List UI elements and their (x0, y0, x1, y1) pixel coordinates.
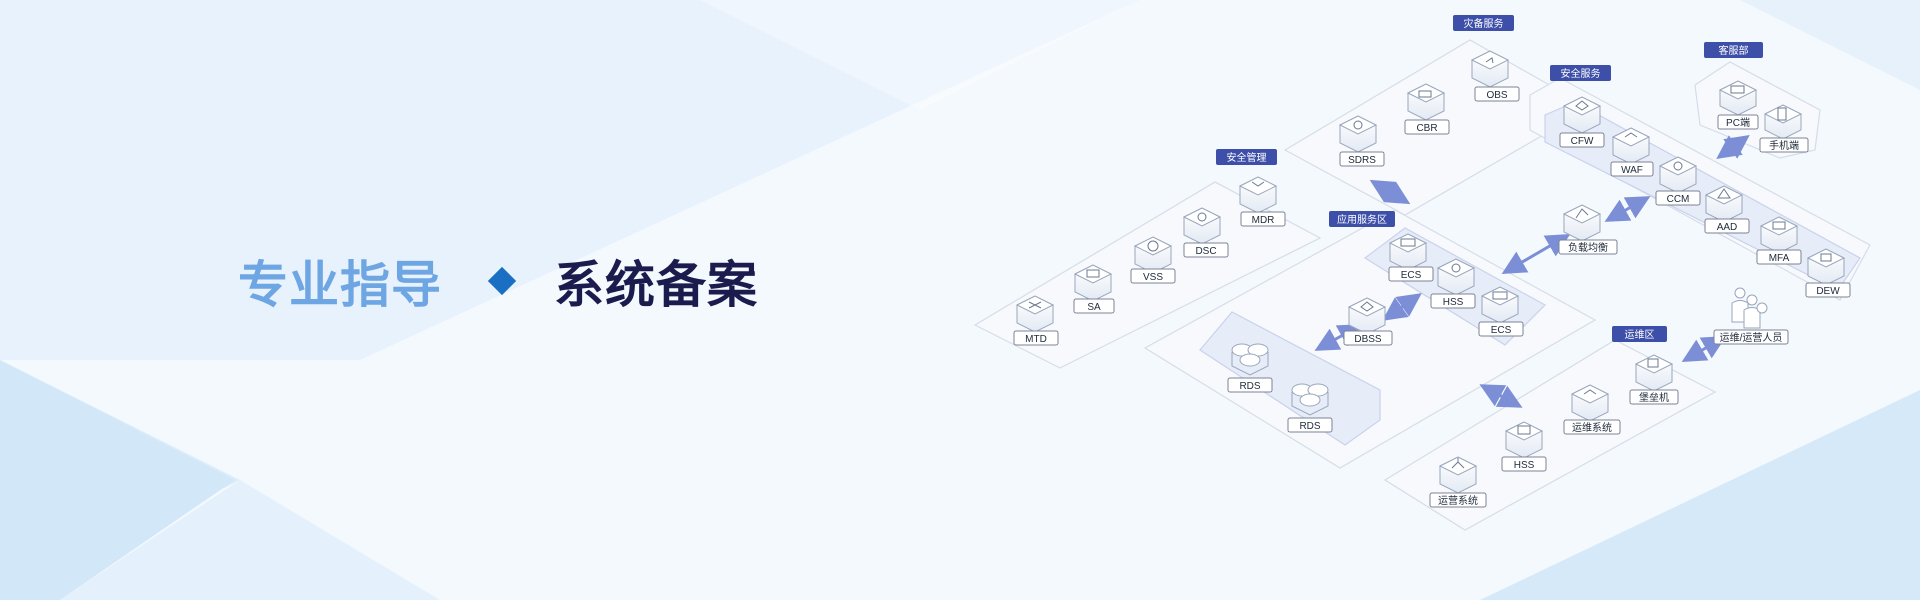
svg-text:MDR: MDR (1252, 215, 1275, 226)
svg-text:DBSS: DBSS (1354, 334, 1382, 345)
node-sa: SA (1073, 264, 1115, 314)
headline-system-filing: 系统备案 (554, 257, 758, 313)
node-mfa: MFA (1756, 216, 1802, 265)
svg-text:灾备服务: 灾备服务 (1464, 17, 1504, 30)
svg-text:负载均衡: 负载均衡 (1568, 241, 1608, 254)
node-rds-2: RDS (1287, 383, 1333, 433)
svg-text:安全服务: 安全服务 (1561, 67, 1601, 80)
svg-text:PC端: PC端 (1726, 116, 1750, 129)
node-rds-1: RDS (1227, 343, 1273, 393)
svg-text:运维/运营人员: 运维/运营人员 (1720, 331, 1783, 344)
svg-text:HSS: HSS (1514, 460, 1535, 471)
zone-customer: 客服部 (1704, 42, 1763, 58)
node-sdrs: SDRS (1338, 115, 1385, 167)
node-dew: DEW (1805, 248, 1851, 298)
zone-disaster: 灾备服务 (1453, 15, 1514, 31)
node-vss: VSS (1130, 236, 1176, 284)
node-bastion: 堡垒机 (1629, 354, 1679, 405)
node-aad: AAD (1704, 185, 1750, 234)
svg-text:MTD: MTD (1025, 334, 1047, 345)
arrow-app-ops (1479, 384, 1523, 408)
node-cfw: CFW (1559, 96, 1605, 148)
svg-text:堡垒机: 堡垒机 (1639, 391, 1669, 404)
svg-text:SDRS: SDRS (1348, 155, 1376, 166)
zone-badges: 灾备服务 安全服务 客服部 安全管理 应用服务区 运维区 (1216, 15, 1763, 342)
node-hss-1: HSS (1430, 258, 1476, 309)
svg-text:CCM: CCM (1667, 194, 1690, 205)
svg-text:MFA: MFA (1769, 253, 1790, 264)
svg-text:VSS: VSS (1143, 272, 1163, 283)
arrow-dbss-ecs (1382, 293, 1422, 321)
svg-text:AAD: AAD (1717, 222, 1738, 233)
node-obs: OBS (1470, 50, 1520, 102)
svg-text:DSC: DSC (1195, 246, 1216, 257)
nodes: OBS CBR SDRS CFW WAF (1013, 50, 1851, 508)
node-dsc: DSC (1182, 207, 1229, 258)
svg-text:运维系统: 运维系统 (1572, 421, 1612, 434)
svg-text:SA: SA (1087, 302, 1101, 313)
node-mdr: MDR (1238, 176, 1286, 227)
svg-text:OBS: OBS (1486, 90, 1507, 101)
svg-text:ECS: ECS (1401, 270, 1422, 281)
zone-ops: 运维区 (1612, 326, 1667, 342)
node-operation-system: 运营系统 (1429, 456, 1487, 508)
node-ecs-2: ECS (1478, 286, 1524, 337)
svg-text:安全管理: 安全管理 (1227, 151, 1267, 164)
svg-text:CFW: CFW (1571, 136, 1594, 147)
arrow-disaster-app (1369, 179, 1411, 205)
node-load-balancer: 负载均衡 (1558, 204, 1618, 255)
svg-text:运维区: 运维区 (1625, 328, 1655, 341)
svg-text:HSS: HSS (1443, 297, 1464, 308)
headline-professional-guidance: 专业指导 (238, 257, 442, 313)
svg-text:CBR: CBR (1416, 123, 1437, 134)
headline: 专业指导 系统备案 (238, 245, 758, 317)
svg-text:应用服务区: 应用服务区 (1337, 213, 1387, 226)
arrow-lb-security (1604, 196, 1651, 222)
node-hss-2: HSS (1501, 421, 1547, 472)
arrow-compute-lb (1501, 233, 1571, 275)
zone-security-mgmt: 安全管理 (1216, 149, 1277, 165)
zone-app: 应用服务区 (1329, 211, 1395, 227)
arrow-staff-bastion (1681, 335, 1727, 363)
node-dbss: DBSS (1343, 297, 1393, 346)
node-ops-staff: 运维/运营人员 (1713, 287, 1789, 345)
node-mtd: MTD (1013, 295, 1059, 346)
node-cbr: CBR (1404, 83, 1450, 135)
svg-text:客服部: 客服部 (1719, 44, 1749, 57)
node-waf: WAF (1610, 127, 1654, 177)
node-ops-system: 运维系统 (1563, 384, 1621, 435)
svg-text:WAF: WAF (1621, 165, 1643, 176)
svg-text:手机端: 手机端 (1769, 139, 1799, 152)
node-ecs-1: ECS (1388, 233, 1434, 282)
svg-text:运营系统: 运营系统 (1438, 494, 1478, 507)
svg-text:RDS: RDS (1299, 421, 1320, 432)
node-ccm: CCM (1655, 156, 1701, 206)
svg-text:RDS: RDS (1239, 381, 1260, 392)
node-mobile: 手机端 (1759, 104, 1809, 153)
arrow-customer-security (1716, 135, 1750, 159)
svg-text:DEW: DEW (1816, 286, 1840, 297)
zone-security-service: 安全服务 (1550, 65, 1611, 81)
node-pc: PC端 (1717, 80, 1759, 130)
people-icon (1731, 287, 1768, 329)
svg-text:ECS: ECS (1491, 325, 1512, 336)
